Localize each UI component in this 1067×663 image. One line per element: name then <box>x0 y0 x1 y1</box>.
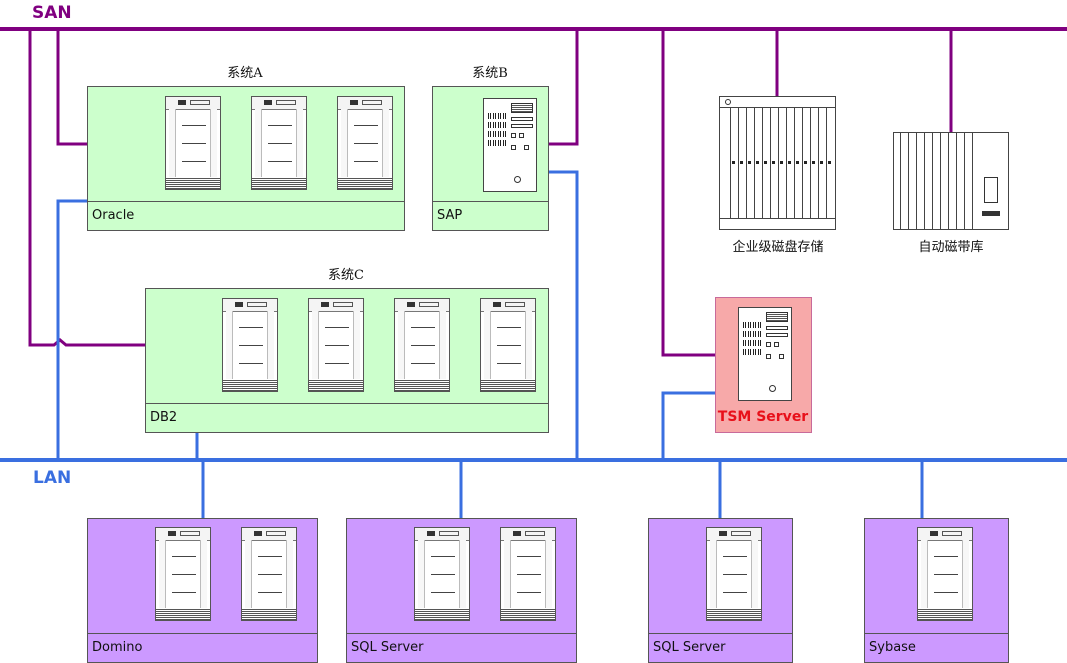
tsm-server-label: TSM Server <box>717 409 809 425</box>
system-c-title: 系统C <box>328 268 364 283</box>
system-c-name: DB2 <box>146 403 548 432</box>
san-link-system-b <box>548 29 579 146</box>
rack-server-icon <box>483 98 537 192</box>
tower-server-icon <box>222 298 278 392</box>
client-name-domino: Domino <box>88 633 317 662</box>
san-link-system-a <box>56 29 88 146</box>
lan-link-system-b <box>548 170 579 460</box>
client-name-sybase: Sybase <box>865 633 1008 662</box>
tower-server-icon <box>394 298 450 392</box>
tape-library-caption: 自动磁带库 <box>918 240 984 255</box>
tower-server-icon <box>414 527 470 621</box>
client-name-sql-server-2: SQL Server <box>649 633 792 662</box>
tower-server-icon <box>241 527 297 621</box>
lan-link-system-a <box>56 199 88 460</box>
system-a-title: 系统A <box>227 66 263 81</box>
rack-server-icon <box>738 307 792 401</box>
system-b-name: SAP <box>433 201 548 230</box>
tape-library-icon[interactable] <box>893 132 1009 230</box>
tower-server-icon <box>480 298 536 392</box>
disk-storage-caption: 企业级磁盘存储 <box>732 240 824 255</box>
tower-server-icon <box>251 96 307 190</box>
lan-link-tsm <box>661 391 737 460</box>
tower-server-icon <box>165 96 221 190</box>
tower-server-icon <box>308 298 364 392</box>
lan-label: LAN <box>33 468 72 488</box>
system-a-name: Oracle <box>88 201 404 230</box>
tower-server-icon <box>500 527 556 621</box>
tower-server-icon <box>706 527 762 621</box>
tower-server-icon <box>917 527 973 621</box>
san-link-tsm <box>661 29 716 357</box>
client-name-sql-server-1: SQL Server <box>347 633 576 662</box>
system-b-title: 系统B <box>472 66 508 81</box>
tower-server-icon <box>337 96 393 190</box>
san-label: SAN <box>32 3 72 23</box>
tower-server-icon <box>155 527 211 621</box>
disk-storage-icon[interactable] <box>719 96 836 230</box>
